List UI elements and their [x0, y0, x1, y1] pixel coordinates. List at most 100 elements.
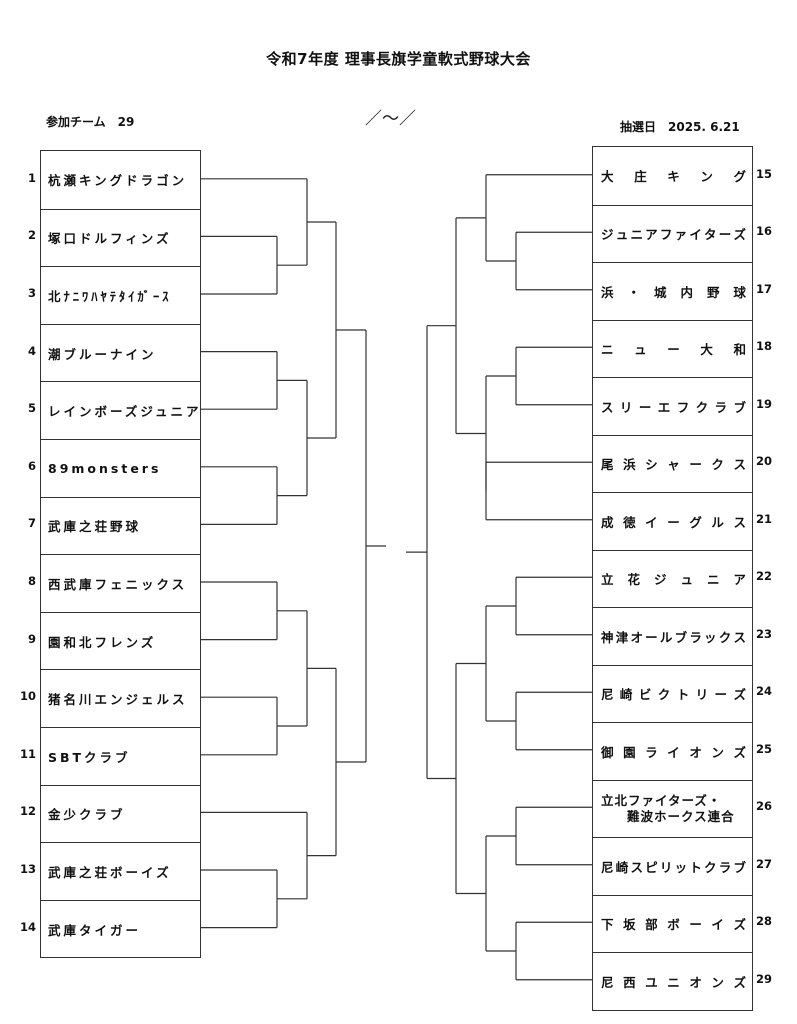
seed-number: 15 — [756, 166, 773, 181]
team-name: 園和北フレンズ — [48, 634, 157, 650]
team-name: スリーエフクラブ — [601, 378, 746, 435]
team-name-char: ニ — [667, 974, 680, 990]
seed-number: 27 — [756, 856, 773, 871]
team-name: 北ﾅﾆﾜﾊﾔﾃﾀｲｶﾞｰｽ — [48, 288, 172, 304]
seed-number: 20 — [756, 454, 773, 469]
right-team-row: 尼崎スピリットクラブ — [593, 837, 752, 895]
left-team-row: SBTクラブ — [41, 727, 200, 785]
team-name: 武庫之荘ボーイズ — [48, 864, 172, 880]
team-name-char: 尼 — [601, 974, 614, 990]
team-name-char: ュ — [634, 342, 647, 358]
team-name-char: グ — [689, 514, 702, 530]
draw-date: 抽選日 2025. 6.21 — [620, 120, 740, 134]
team-name: 尼崎ビクトリーズ — [601, 666, 746, 723]
team-name-char: リ — [695, 687, 709, 703]
team-name-char: イ — [667, 744, 680, 760]
seed-number: 8 — [27, 574, 36, 588]
seed-number: 14 — [19, 919, 36, 934]
team-name-char: ク — [695, 399, 709, 415]
team-name-char: オ — [689, 744, 702, 760]
right-team-list: 大庄キングジュニアファイターズ浜・城内野球ニュー大和スリーエフクラブ尾浜シャーク… — [592, 146, 753, 1011]
team-name-char: ピ — [645, 859, 658, 875]
seed-number: 28 — [756, 914, 773, 929]
team-name-char: ク — [718, 629, 732, 645]
team-name-char: ・ — [627, 284, 640, 300]
team-name: 御園ライオンズ — [601, 723, 746, 780]
left-team-row: 金少クラブ — [41, 784, 200, 843]
team-name-char: 崎 — [615, 859, 629, 875]
team-name: 武庫タイガー — [48, 922, 142, 938]
team-name-char: ー — [667, 342, 680, 358]
left-team-list: 杭瀬キングドラゴン塚口ドルフィンズ北ﾅﾆﾜﾊﾔﾃﾀｲｶﾞｰｽ潮ブルーナインレイン… — [40, 150, 201, 959]
seed-number: 2 — [27, 228, 36, 243]
team-name-char: 大 — [700, 342, 713, 358]
left-team-row: 杭瀬キングドラゴン — [41, 151, 200, 209]
team-name-char: ア — [733, 572, 746, 588]
team-name-char: 城 — [653, 284, 667, 300]
page-title: 令和7年度 理事長旗学童軟式野球大会 — [266, 50, 531, 68]
team-name-char: 西 — [623, 974, 636, 990]
team-name-char: ビ — [638, 687, 652, 703]
right-team-row: 立北ファイターズ・難波ホークス連合 — [593, 779, 752, 838]
team-name-char: ス — [601, 399, 614, 415]
team-name-char: リ — [659, 859, 673, 875]
team-name-char: ン — [711, 974, 724, 990]
team-name-char: 崎 — [619, 687, 633, 703]
team-name-char: 和 — [733, 342, 746, 358]
team-name: 尼西ユニオンズ — [601, 953, 746, 1010]
right-team-row: 下坂部ボーイズ — [593, 894, 752, 953]
team-name-char: ブ — [674, 629, 688, 645]
team-name-char: ユ — [645, 974, 658, 990]
team-name: 西武庫フェニックス — [48, 576, 188, 592]
team-name: 塚口ドルフィンズ — [48, 231, 172, 247]
seed-number: 10 — [19, 689, 36, 704]
team-name-char: ク — [711, 457, 724, 473]
right-team-row: 御園ライオンズ — [593, 722, 752, 780]
team-name: 尼崎スピリットクラブ — [601, 838, 746, 895]
right-team-row: 成徳イーグルス — [593, 492, 752, 550]
seed-number: 4 — [27, 343, 36, 358]
team-name-char: ル — [659, 629, 673, 645]
team-name-char: シ — [645, 457, 658, 473]
seed-number: 26 — [756, 799, 773, 814]
team-name-char: ア — [645, 227, 658, 243]
team-name: 浜・城内野球 — [601, 263, 746, 320]
team-name-char: ン — [711, 744, 724, 760]
team-name-char: ッ — [674, 859, 688, 875]
team-name-char: ズ — [733, 744, 746, 760]
team-name: 尾浜シャークス — [601, 436, 746, 493]
left-team-row: 武庫之荘野球 — [41, 496, 200, 555]
team-name-char: 大 — [601, 169, 614, 185]
left-team-row: 猪名川エンジェルス — [41, 669, 200, 727]
right-team-row: 尾浜シャークス — [593, 434, 752, 493]
seed-number: 23 — [756, 626, 773, 641]
right-team-row: 尼崎ビクトリーズ — [593, 664, 752, 723]
team-name-char: ー — [714, 687, 728, 703]
right-team-row: 大庄キング — [593, 147, 752, 205]
team-name-char: ス — [733, 514, 746, 530]
team-name-char: ク — [704, 859, 717, 875]
team-name-char: フ — [659, 227, 673, 243]
team-name-char: ス — [733, 457, 746, 473]
team-name: 立花ジュニア — [601, 551, 746, 608]
team-name: 潮ブルーナイン — [48, 346, 157, 362]
right-team-row: 立花ジュニア — [593, 549, 752, 608]
team-name-char: 津 — [615, 629, 629, 645]
left-team-row: 武庫タイガー — [41, 899, 200, 958]
seed-number: 25 — [756, 741, 773, 756]
team-name: SBTクラブ — [48, 749, 131, 765]
team-name-char: ー — [638, 399, 652, 415]
team-name-char: ニ — [706, 572, 720, 588]
team-name-char: ズ — [733, 687, 746, 703]
team-name-char: 尼 — [601, 859, 614, 875]
team-name-char: ー — [689, 917, 702, 933]
seed-number: 22 — [756, 569, 773, 584]
seed-number: 19 — [756, 396, 773, 411]
team-name-char: 野 — [706, 284, 720, 300]
team-name: 立北ファイターズ・難波ホークス連合 — [601, 781, 746, 838]
team-name-char: ラ — [714, 399, 728, 415]
team-name-char: ル — [711, 514, 724, 530]
team-name-char: ニ — [630, 227, 643, 243]
seed-number: 3 — [27, 286, 36, 300]
